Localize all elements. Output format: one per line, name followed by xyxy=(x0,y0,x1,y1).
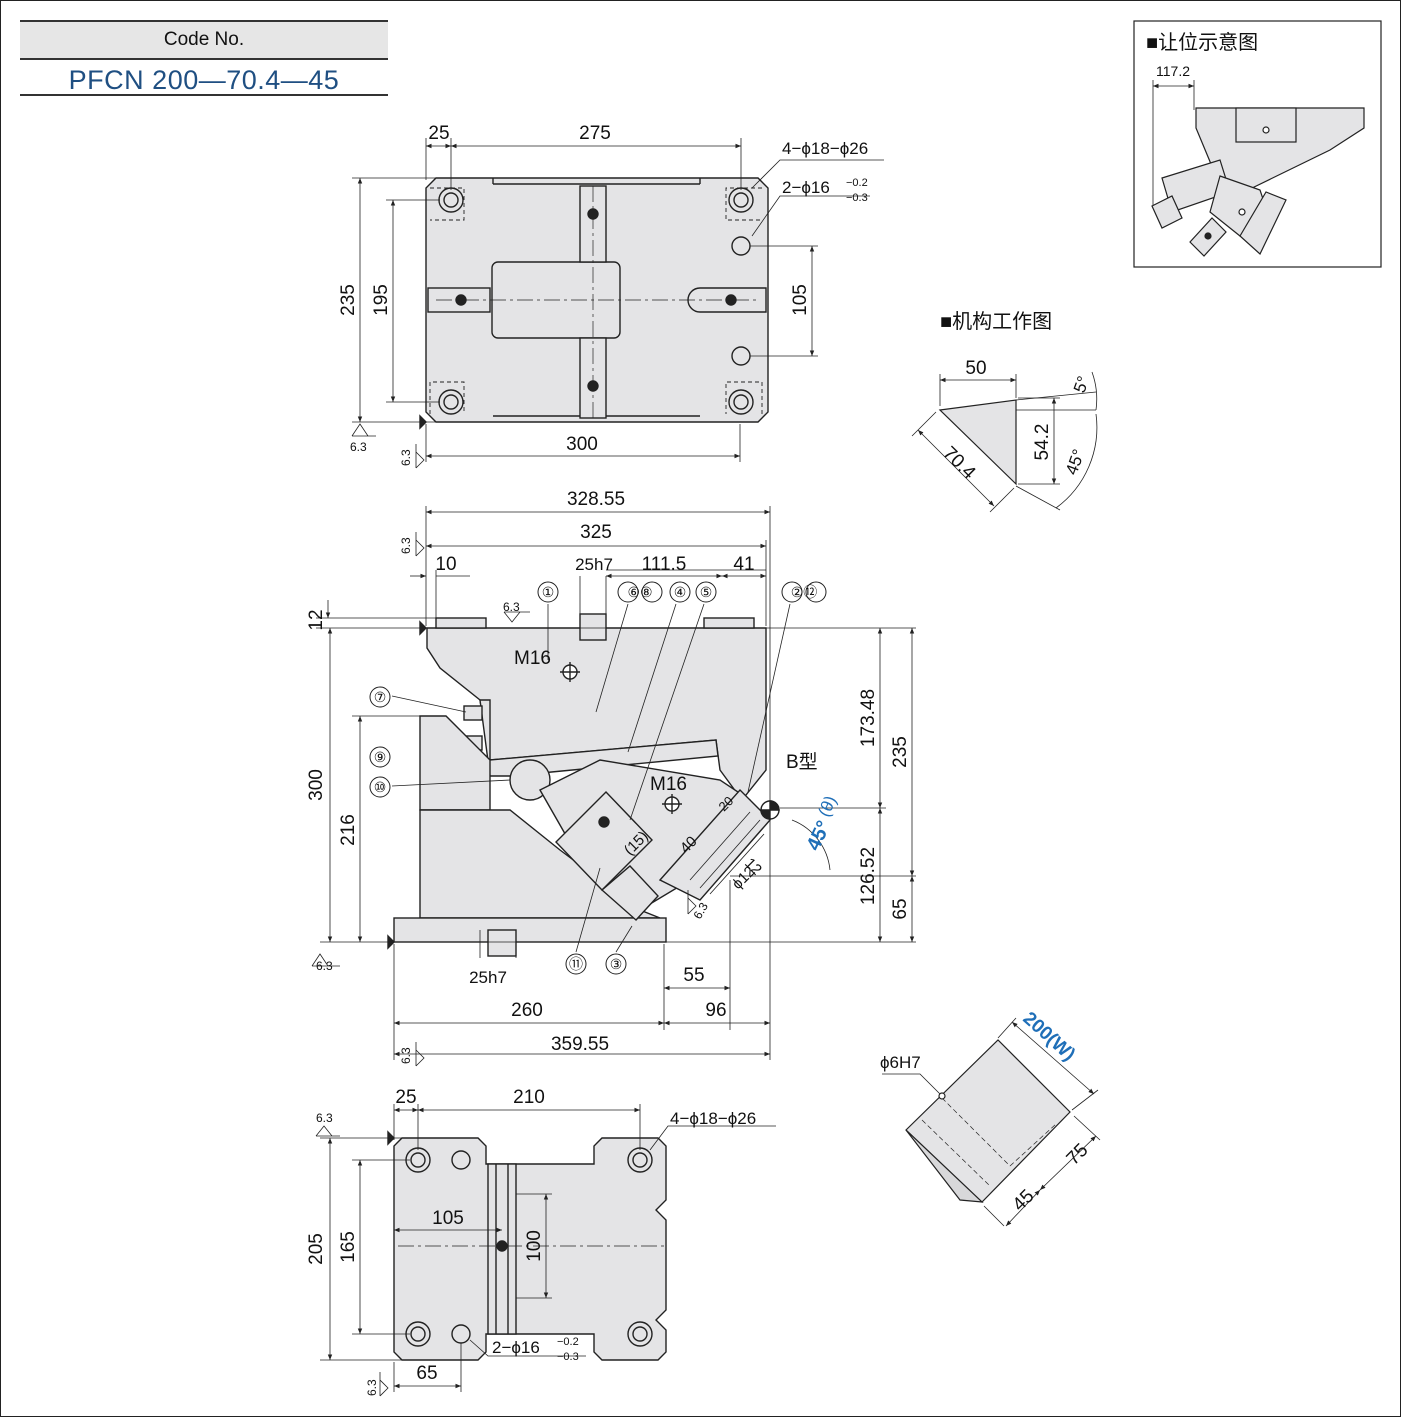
clearance-labels: ■让位示意图 117.2 xyxy=(1146,31,1258,79)
pin-hole-2 xyxy=(731,346,751,366)
top-dim-300: 300 xyxy=(566,434,598,455)
callout-11: ⑪ xyxy=(569,956,583,972)
bottom-surface-1: 6.3 xyxy=(316,1111,333,1125)
front-dim-325: 325 xyxy=(580,522,612,543)
front-dim-359: 359.55 xyxy=(551,1034,609,1055)
top-tol-upper: −0.2 xyxy=(846,177,868,189)
cam-block xyxy=(555,790,653,892)
callout-3: ③ xyxy=(610,956,623,972)
top-pin-label: 2−ϕ16 xyxy=(782,178,830,197)
code-number-box: Code No. PFCN 200—70.4—45 xyxy=(20,20,388,96)
mech-angle-5: 5° xyxy=(1070,374,1093,396)
front-surface-bottom: 6.3 xyxy=(399,1047,413,1064)
bottom-plate xyxy=(393,1137,667,1361)
bottom-dim-205: 205 xyxy=(306,1233,327,1265)
callout-2-12: ②⑫ xyxy=(791,584,818,600)
bottom-holes-label: 4−ϕ18−ϕ26 xyxy=(670,1109,756,1128)
callout-7: ⑦ xyxy=(374,689,387,705)
front-dim-328: 328.55 xyxy=(567,489,625,510)
front-dim-235: 235 xyxy=(890,736,911,768)
front-dim-126: 126.52 xyxy=(858,847,879,905)
bottom-view-labels: 25 210 105 65 205 165 100 4−ϕ18−ϕ26 2−ϕ1… xyxy=(306,1087,756,1396)
bottom-dim-100: 100 xyxy=(524,1230,545,1262)
bottom-tol-lower: −0.3 xyxy=(557,1351,579,1363)
top-tol-lower: −0.3 xyxy=(846,192,868,204)
top-surface-1: 6.3 xyxy=(350,440,367,454)
bottom-tol-upper: −0.2 xyxy=(557,1336,579,1348)
front-m16-lower: M16 xyxy=(650,774,687,795)
insert-diagram xyxy=(882,1017,1101,1227)
top-dim-275: 275 xyxy=(579,123,611,144)
mechanism-diagram xyxy=(911,371,1098,513)
code-value: PFCN 200—70.4—45 xyxy=(20,60,388,96)
mech-dim-50: 50 xyxy=(965,358,986,379)
mechanism-title: ■机构工作图 xyxy=(940,310,1052,333)
callout-9: ⑨ xyxy=(374,749,387,765)
callout-1: ① xyxy=(542,584,555,600)
top-dim-25: 25 xyxy=(428,123,449,144)
front-b-type: B型 xyxy=(786,751,818,773)
callout-5: ⑤ xyxy=(700,584,713,600)
front-dim-25h7-bottom: 25h7 xyxy=(469,968,507,987)
insert-phi6: ϕ6H7 xyxy=(880,1053,921,1072)
front-surface-top: 6.3 xyxy=(503,600,520,614)
clearance-diagram xyxy=(1133,20,1382,268)
clearance-dim: 117.2 xyxy=(1156,63,1190,79)
front-surface-base: 6.3 xyxy=(316,959,333,973)
front-dim-55: 55 xyxy=(683,965,704,986)
top-view xyxy=(351,138,884,469)
bottom-pin-label: 2−ϕ16 xyxy=(492,1338,540,1357)
front-dim-173: 173.48 xyxy=(858,689,879,747)
bottom-dim-165: 165 xyxy=(338,1231,359,1263)
mech-dim-54: 54.2 xyxy=(1032,424,1053,461)
top-view-labels: 25 275 300 235 195 105 4−ϕ18−ϕ26 2−ϕ16 −… xyxy=(338,123,868,466)
bottom-dim-210: 210 xyxy=(513,1087,545,1108)
top-key xyxy=(579,613,607,641)
insert-width: 200(W) xyxy=(1019,1008,1079,1065)
mech-angle-45: 45° xyxy=(1062,447,1089,478)
bottom-view xyxy=(315,1104,776,1397)
side-column xyxy=(419,715,491,811)
top-dim-235: 235 xyxy=(338,284,359,316)
bottom-surface-2: 6.3 xyxy=(365,1379,379,1396)
front-surface-left: 6.3 xyxy=(399,537,413,554)
clearance-title: ■让位示意图 xyxy=(1146,31,1258,54)
front-angle-45: 45° xyxy=(803,817,836,854)
callout-4: ④ xyxy=(674,584,687,600)
base-plate xyxy=(393,917,667,943)
front-dim-10: 10 xyxy=(435,554,456,575)
front-dim-111: 111.5 xyxy=(642,554,687,575)
pin-hole-1 xyxy=(731,236,751,256)
callout-10: ⑩ xyxy=(374,779,387,795)
front-angle-theta: (θ) xyxy=(814,793,840,820)
front-view xyxy=(311,506,916,1067)
front-view-labels: 328.55 325 10 25h7 111.5 41 12 300 216 1… xyxy=(306,489,911,1064)
front-m16-upper: M16 xyxy=(514,648,551,669)
front-dim-41: 41 xyxy=(733,554,754,575)
top-dim-105: 105 xyxy=(790,284,811,316)
callout-6-8: ⑥⑧ xyxy=(627,584,652,600)
bottom-dim-105: 105 xyxy=(432,1208,464,1229)
top-surface-2: 6.3 xyxy=(399,449,413,466)
front-dim-65: 65 xyxy=(890,898,911,919)
front-dim-300: 300 xyxy=(306,769,327,801)
front-dim-216: 216 xyxy=(338,814,359,846)
top-holes-label: 4−ϕ18−ϕ26 xyxy=(782,139,868,158)
base-key xyxy=(487,929,517,957)
front-dim-25h7-top: 25h7 xyxy=(575,555,613,574)
code-label: Code No. xyxy=(20,20,388,60)
bottom-dim-65: 65 xyxy=(416,1363,437,1384)
top-dim-195: 195 xyxy=(371,284,392,316)
mech-dim-70: 70.4 xyxy=(938,443,979,484)
front-dim-12: 12 xyxy=(306,609,327,630)
bottom-dim-25: 25 xyxy=(395,1087,416,1108)
insert-dim-45: 45 xyxy=(1009,1186,1039,1216)
front-dim-96: 96 xyxy=(705,1000,726,1021)
front-dim-260: 260 xyxy=(511,1000,543,1021)
